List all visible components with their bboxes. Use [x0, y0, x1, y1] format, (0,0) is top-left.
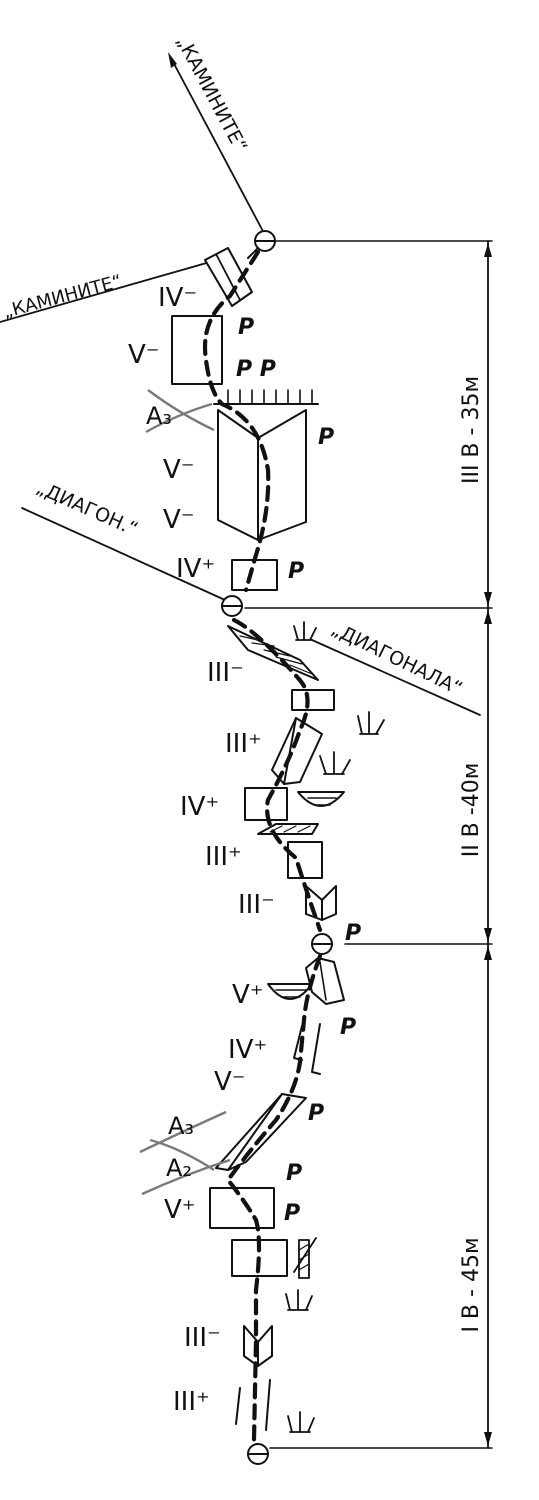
- piton-marker: P: [286, 1161, 302, 1186]
- feature-block-3: [291, 689, 335, 711]
- grass-icon: [293, 621, 317, 641]
- grass-icon: [357, 711, 385, 735]
- belay-station-2: [221, 595, 243, 617]
- grade-label: IV⁺: [228, 1035, 267, 1065]
- grade-label: V⁻: [128, 340, 160, 370]
- grade-label: III⁺: [205, 842, 242, 872]
- grade-label: V⁻: [163, 505, 195, 535]
- section-label-1: I B - 45м: [459, 1237, 484, 1332]
- route-diagonala: „ДИАГОНАЛА“: [311, 618, 481, 716]
- feature-small-slab: [257, 823, 319, 835]
- route-label-diagon: „ДИАГОН.“: [33, 476, 141, 540]
- aid-label-2: A₃: [168, 1112, 194, 1140]
- grade-label: V⁺: [232, 980, 264, 1010]
- grass-icon: [285, 1289, 313, 1311]
- piton-marker: P: [284, 1201, 300, 1226]
- grade-label: III⁻: [207, 658, 244, 688]
- section-label-3: III B - 35м: [459, 376, 484, 484]
- scale-arrowheads: [484, 243, 492, 1446]
- feature-top-slab: [204, 247, 253, 307]
- grade-label: IV⁻: [158, 283, 197, 313]
- grade-label: V⁺: [164, 1195, 196, 1225]
- feature-block-6: [209, 1187, 275, 1229]
- grade-label: V⁻: [163, 455, 195, 485]
- grass-tufts: [285, 621, 385, 1433]
- grass-icon: [319, 751, 351, 775]
- grass-icon: [287, 1411, 315, 1433]
- feature-ledge-1: [297, 791, 345, 807]
- feature-block-1: [171, 315, 223, 385]
- belay-station-bottom: [247, 1443, 269, 1465]
- belay-stations: [221, 230, 333, 1465]
- feature-roof: [213, 389, 319, 405]
- piton-marker: P: [345, 921, 361, 946]
- aid-label-3: A₂: [166, 1154, 192, 1182]
- pitons: P P P P P P P P P P: [236, 315, 361, 1226]
- piton-marker: P: [318, 425, 334, 450]
- feature-long-dihedral: [215, 1093, 307, 1171]
- piton-marker: P: [288, 559, 304, 584]
- grade-label: III⁻: [184, 1323, 221, 1353]
- feature-dihedral-2: [271, 717, 323, 785]
- route-kaminite-top: „КАМИНИТЕ“: [168, 32, 266, 236]
- grade-label: III⁻: [238, 890, 275, 920]
- difficulty-grades: IV⁻ V⁻ V⁻ V⁻ IV⁺ III⁻ III⁺ IV⁺ III⁺ III⁻…: [128, 283, 275, 1417]
- feature-ledge-2: [267, 983, 313, 1000]
- piton-marker-pair: P P: [236, 357, 276, 382]
- feature-crack: [235, 1379, 271, 1431]
- grade-label: III⁺: [173, 1387, 210, 1417]
- aid-label-1: A₃: [146, 402, 172, 430]
- section-label-2: II B -40м: [459, 763, 484, 858]
- route-line: [203, 249, 323, 1443]
- route-label-kaminite-top: „КАМИНИТЕ“: [172, 32, 252, 156]
- feature-block-5: [287, 841, 323, 879]
- grade-label: V⁻: [214, 1067, 246, 1097]
- aid-markers: [139, 389, 231, 1196]
- feature-block-2: [231, 559, 278, 591]
- piton-marker: P: [340, 1015, 356, 1040]
- route-label-diagonala: „ДИАГОНАЛА“: [328, 618, 466, 700]
- route-label-kaminite-left: „КАМИНИТЕ“: [1, 271, 124, 323]
- piton-marker: P: [308, 1101, 324, 1126]
- piton-marker: P: [238, 315, 254, 340]
- feature-big-dihedral: [217, 409, 307, 541]
- belay-station-3: [311, 933, 333, 955]
- grade-label: IV⁺: [176, 554, 215, 584]
- feature-hatched-bar: [293, 1237, 317, 1279]
- grade-label: IV⁺: [180, 792, 219, 822]
- length-scale: III B - 35м II B -40м I B - 45м: [244, 240, 493, 1449]
- belay-station-top: [254, 230, 276, 252]
- grade-label: III⁺: [225, 729, 262, 759]
